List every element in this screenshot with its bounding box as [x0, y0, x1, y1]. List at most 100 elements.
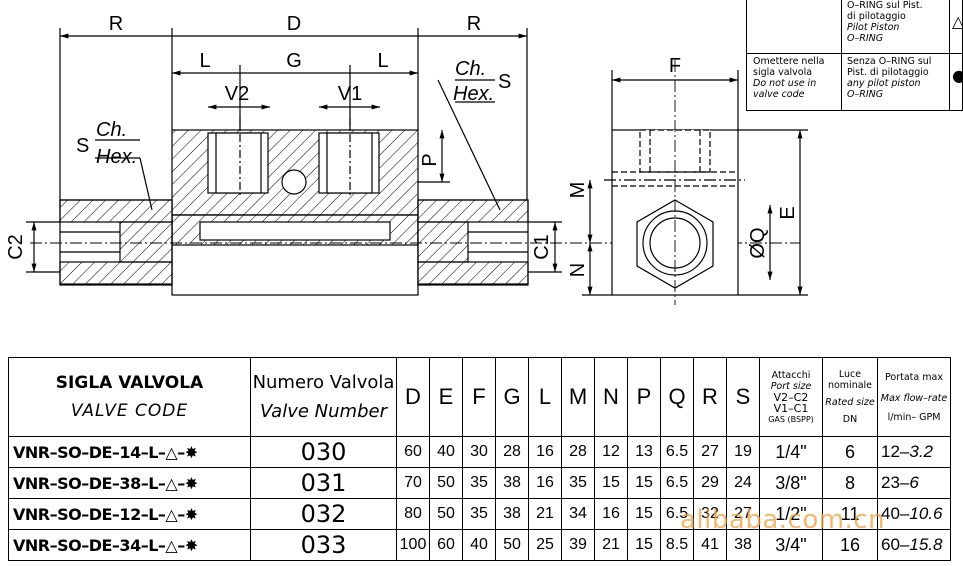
row-flow-l: 12– — [881, 442, 910, 461]
dim-S-left: S — [76, 135, 89, 157]
row-val-Q: 6.5 — [660, 467, 694, 499]
notes-table: O–RING sul Pist. di pilotaggio Pilot Pis… — [746, 0, 963, 111]
header-R: R — [693, 357, 727, 437]
header-flow-it: Portata max — [885, 371, 943, 383]
dim-P: P — [419, 153, 441, 166]
dim-L-right: L — [377, 50, 388, 72]
header-Q: Q — [660, 357, 694, 437]
header-N: N — [594, 357, 628, 437]
header-port-v1c1: V1–C1 — [773, 401, 809, 415]
header-num-en: Valve Number — [260, 401, 387, 422]
note-r2-left-line3: Do not use in — [753, 78, 817, 89]
header-port: Attacchi Port size V2–C2 V1–C1 GAS (BSPP… — [759, 357, 823, 437]
row-val-S: 38 — [726, 529, 760, 561]
row-val-S: 24 — [726, 467, 760, 499]
note-r2-right-line3: any pilot piston — [847, 78, 921, 89]
dim-Ch-right: Ch. — [455, 58, 486, 80]
row-port: 1/2" — [759, 498, 823, 530]
header-P: P — [627, 357, 661, 437]
row-val-E: 50 — [429, 467, 463, 499]
row-code: VNR–SO–DE–34–L–△–✸ — [8, 529, 251, 561]
row-val-G: 38 — [495, 498, 529, 530]
dim-D: D — [287, 13, 301, 35]
dim-V1: V1 — [338, 83, 362, 105]
note-r2-left-line2: sigla valvola — [753, 67, 813, 78]
row-code: VNR–SO–DE–14–L–△–✸ — [8, 436, 251, 468]
row-flow: 60–15.8 — [877, 529, 951, 561]
row-val-M: 39 — [561, 529, 595, 561]
row-val-D: 80 — [396, 498, 430, 530]
row-val-Q: 6.5 — [660, 436, 694, 468]
header-D: D — [396, 357, 430, 437]
dim-C2: C2 — [5, 234, 27, 260]
dim-R-left: R — [109, 13, 123, 35]
row-val-S: 19 — [726, 436, 760, 468]
row-val-D: 70 — [396, 467, 430, 499]
dim-F: F — [669, 55, 681, 77]
row-val-D: 60 — [396, 436, 430, 468]
row-val-E: 60 — [429, 529, 463, 561]
header-dn-it: Luce — [838, 369, 862, 380]
header-num-it: Numero Valvola — [252, 372, 395, 393]
row-port: 3/4" — [759, 529, 823, 561]
dim-L-left: L — [199, 50, 210, 72]
table-row: VNR–SO–DE–12–L–△–✸ 032 80 50 35 38 21 34… — [8, 498, 951, 530]
dim-N: N — [567, 263, 589, 277]
note-symbol-triangle: △ — [952, 12, 963, 31]
row-val-L: 16 — [528, 467, 562, 499]
note-r2-right-line4: O–RING — [847, 89, 884, 100]
row-val-D: 100 — [396, 529, 430, 561]
header-port-v2c2: V2–C2 — [773, 390, 809, 404]
dim-G: G — [286, 50, 302, 72]
note-r2-left-line4: valve code — [753, 89, 805, 100]
dim-Ch-left: Ch. — [96, 119, 127, 141]
header-flow-unit: l/min– GPM — [887, 411, 941, 423]
dim-C1: C1 — [531, 234, 553, 260]
row-val-F: 35 — [462, 498, 496, 530]
header-port-it: Attacchi — [771, 369, 811, 381]
row-val-L: 21 — [528, 498, 562, 530]
row-val-R: 27 — [693, 436, 727, 468]
row-dn: 6 — [822, 436, 878, 468]
row-flow-l: 23– — [881, 473, 910, 492]
row-val-M: 28 — [561, 436, 595, 468]
dim-R-right: R — [467, 13, 481, 35]
row-flow-g: 10.6 — [909, 504, 943, 523]
row-dn: 8 — [822, 467, 878, 499]
dim-Hex-right: Hex. — [453, 83, 494, 105]
row-val-P: 13 — [627, 436, 661, 468]
row-val-G: 28 — [495, 436, 529, 468]
note-symbol-dot: ● — [952, 66, 963, 85]
row-val-Q: 6.5 — [660, 498, 694, 530]
note-r1-line3: Pilot Piston — [847, 22, 900, 33]
row-flow: 12–3.2 — [877, 436, 951, 468]
row-val-N: 16 — [594, 498, 628, 530]
header-code: SIGLA VALVOLA VALVE CODE — [8, 357, 251, 437]
row-flow: 40–10.6 — [877, 498, 951, 530]
header-E: E — [429, 357, 463, 437]
table-row: VNR–SO–DE–38–L–△–✸ 031 70 50 35 38 16 35… — [8, 467, 951, 499]
row-val-R: 29 — [693, 467, 727, 499]
header-flow-en: Max flow–rate — [880, 392, 948, 404]
row-flow-l: 40– — [881, 504, 910, 523]
row-val-F: 30 — [462, 436, 496, 468]
header-dn: Luce nominale Rated size DN — [822, 357, 878, 437]
row-val-N: 12 — [594, 436, 628, 468]
row-val-F: 40 — [462, 529, 496, 561]
row-val-M: 35 — [561, 467, 595, 499]
header-L: L — [528, 357, 562, 437]
row-flow-l: 60– — [881, 535, 910, 554]
note-r1-line1: O–RING sul Pist. — [847, 0, 923, 11]
dim-S-right: S — [498, 71, 511, 93]
row-val-E: 50 — [429, 498, 463, 530]
note-r2-right-line1: Senza O–RING sul — [847, 56, 932, 67]
row-flow-g: 3.2 — [909, 442, 934, 461]
row-val-F: 35 — [462, 467, 496, 499]
spec-table: SIGLA VALVOLA VALVE CODE Numero Valvola … — [8, 357, 951, 561]
table-row: VNR–SO–DE–34–L–△–✸ 033 100 60 40 50 25 3… — [8, 529, 951, 561]
note-r2-left-line1: Omettere nella — [753, 56, 825, 67]
dim-Q: ØQ — [747, 227, 769, 258]
header-G: G — [495, 357, 529, 437]
header-F: F — [462, 357, 496, 437]
row-val-N: 21 — [594, 529, 628, 561]
